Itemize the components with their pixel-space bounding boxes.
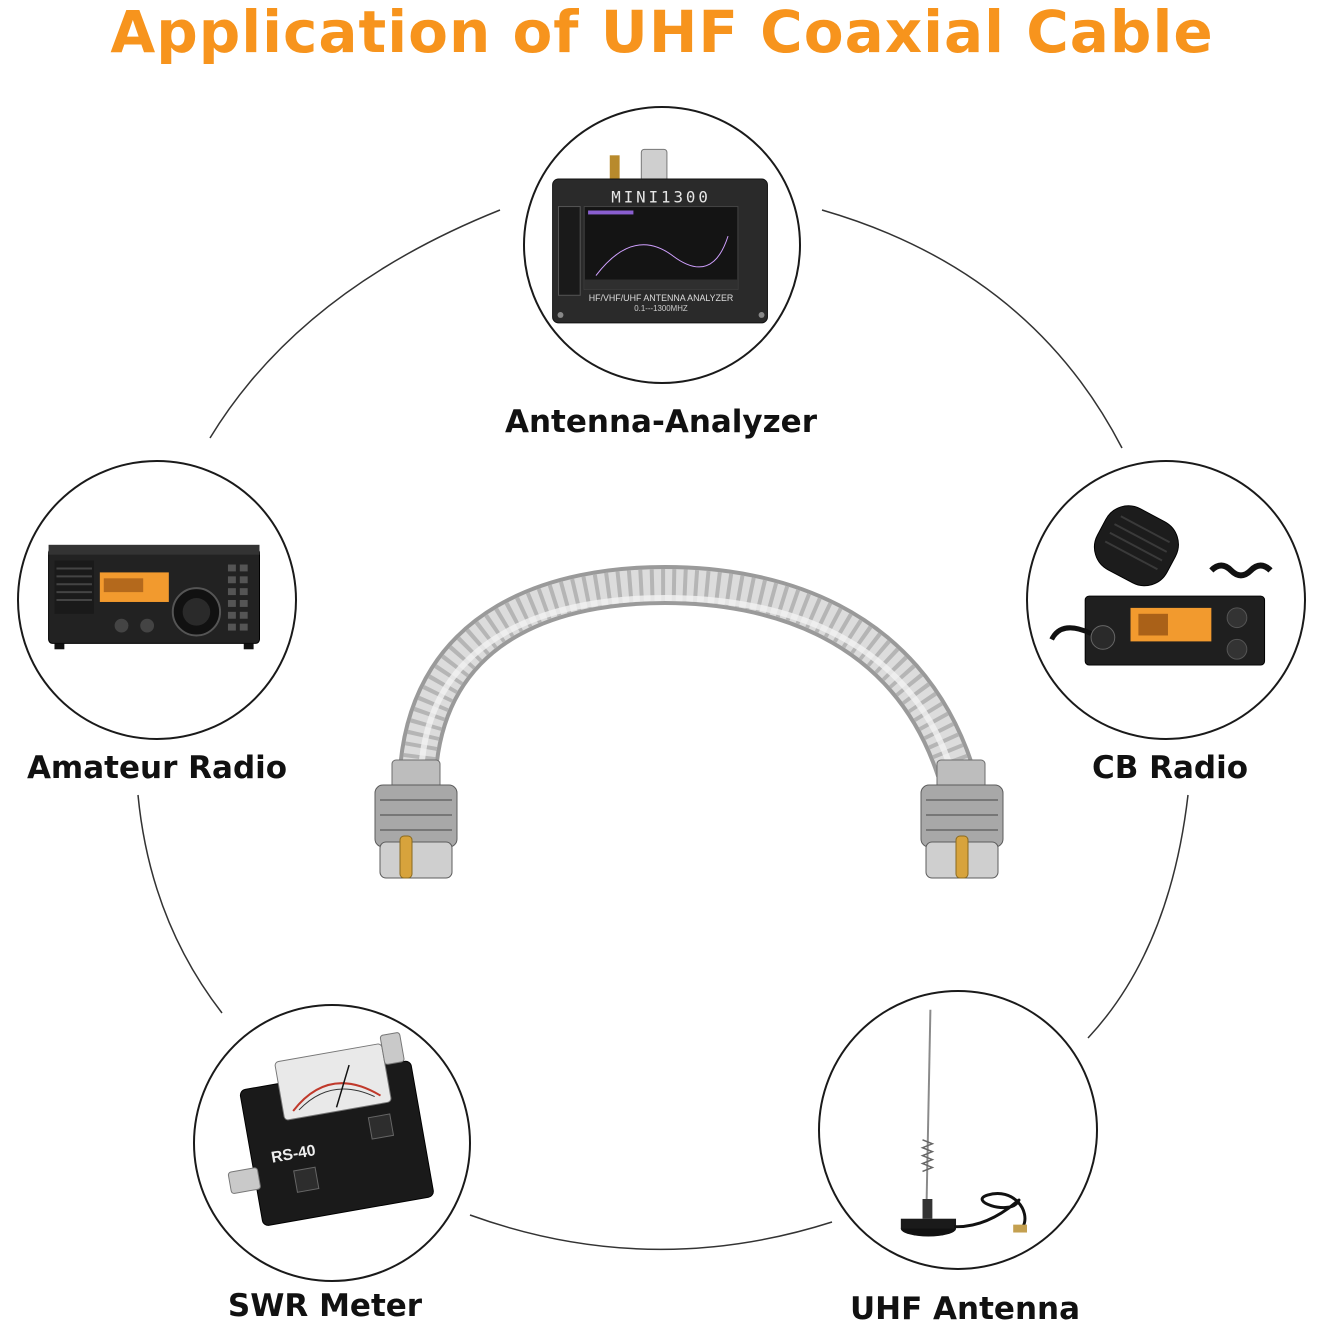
swr-meter-image: RS-40 <box>227 1032 434 1226</box>
amateur-radio-image <box>48 544 261 650</box>
uhf-antenna-image <box>900 1009 1027 1237</box>
ring-arc-top-right <box>821 209 1123 449</box>
ring-arc-right <box>1087 794 1189 1039</box>
ring-arc-left <box>137 794 223 1014</box>
antenna-analyzer-circle: MINI1300 HF/VHF/UHF ANTENNA ANALYZER 0.1… <box>523 106 801 384</box>
ring-arc-bottom <box>469 1214 833 1251</box>
analyzer-model-text: MINI1300 <box>611 188 711 207</box>
analyzer-range-text: 0.1---1300MHZ <box>634 304 688 313</box>
label-swr-meter: SWR Meter <box>227 1288 423 1324</box>
label-uhf-antenna: UHF Antenna <box>849 1291 1081 1327</box>
uhf-antenna-circle <box>818 990 1098 1270</box>
label-antenna-analyzer: Antenna-Analyzer <box>505 404 817 440</box>
amateur-radio-circle <box>17 460 297 740</box>
antenna-analyzer-image: MINI1300 HF/VHF/UHF ANTENNA ANALYZER 0.1… <box>552 148 768 324</box>
right-pl259-connector <box>920 759 1004 879</box>
cb-radio-image <box>1049 505 1273 666</box>
label-cb-radio: CB Radio <box>1091 750 1249 786</box>
ring-arc-top-left <box>209 209 501 439</box>
swr-meter-circle: RS-40 <box>193 1004 471 1282</box>
left-pl259-connector <box>374 759 458 879</box>
label-amateur-radio: Amateur Radio <box>26 750 288 786</box>
cb-radio-circle <box>1026 460 1306 740</box>
analyzer-subtitle-text: HF/VHF/UHF ANTENNA ANALYZER <box>589 293 734 303</box>
page-title: Application of UHF Coaxial Cable <box>110 0 1214 66</box>
